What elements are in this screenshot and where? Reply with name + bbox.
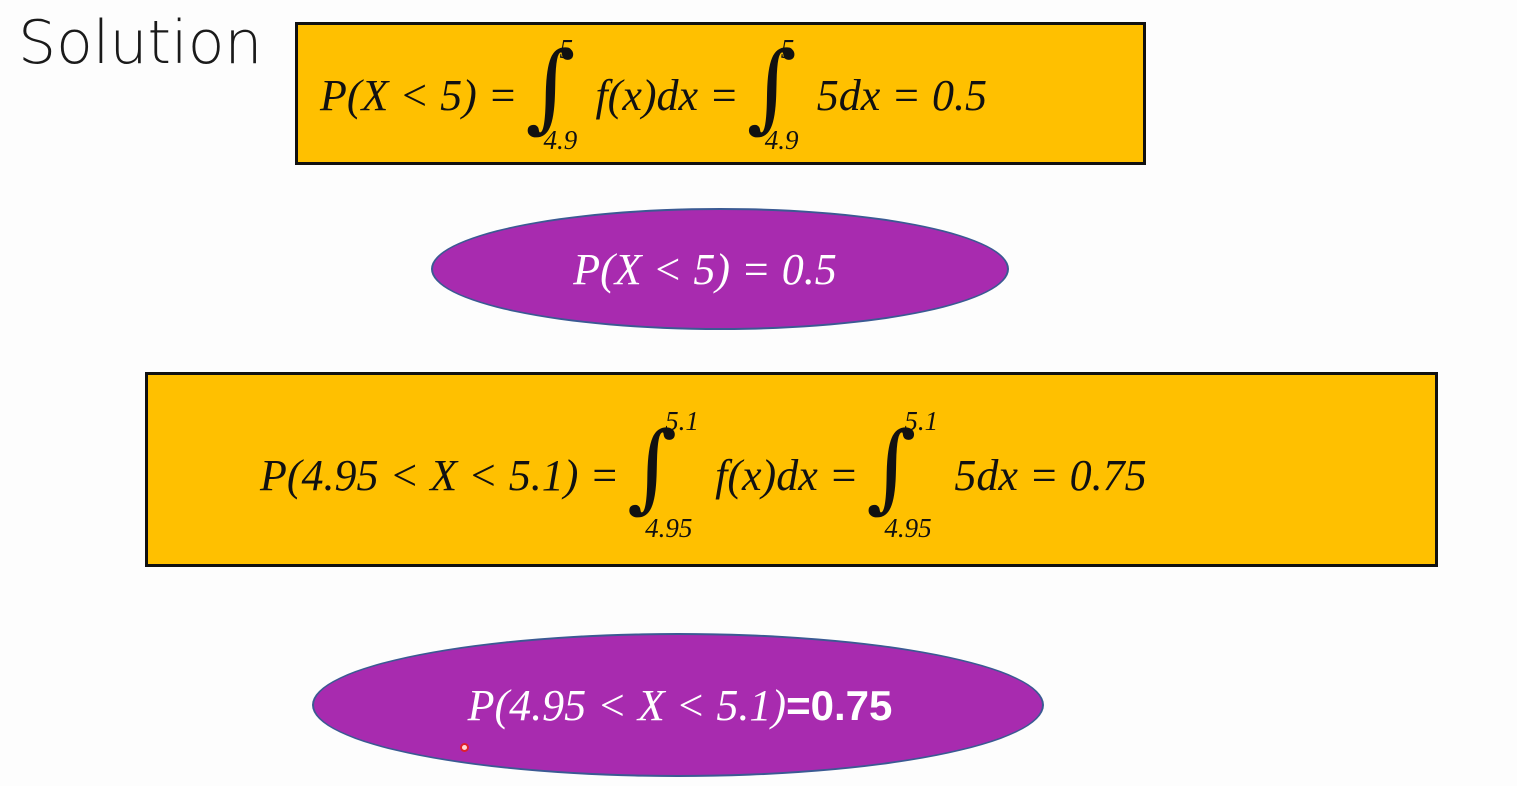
equation-1-integrand-2: 5dx = 0.5 <box>816 70 987 120</box>
equation-1-lhs: P(X < 5) = <box>320 70 518 120</box>
equation-box-2 <box>145 372 1438 567</box>
equation-box-1 <box>295 22 1146 165</box>
result-ellipse-1: P(X < 5) = 0.5 <box>431 208 1009 330</box>
result-2-text: P(4.95 < X < 5.1)=0.75 <box>468 680 893 731</box>
integral-1a: ∫ 5 4.9 <box>525 32 595 155</box>
integral-lower-limit: 4.9 <box>764 125 799 155</box>
equation-1: P(X < 5) = ∫ 5 4.9 f(x)dx = ∫ 5 4.9 5dx … <box>320 32 987 155</box>
equation-2: P(4.95 < X < 5.1) = ∫ 5.1 4.95 f(x)dx = … <box>260 406 1147 543</box>
integral-lower-limit: 4.9 <box>543 125 578 155</box>
integral-sign-icon: ∫ <box>746 31 797 143</box>
integral-lower-limit: 4.95 <box>884 513 932 543</box>
integral-sign-icon: ∫ <box>866 411 917 523</box>
integral-upper-limit: 5.1 <box>665 406 699 436</box>
result-ellipse-2: P(4.95 < X < 5.1)=0.75 <box>312 633 1044 777</box>
integral-sign-icon: ∫ <box>627 411 678 523</box>
pointer-cursor-icon <box>460 743 469 752</box>
integral-sign-icon: ∫ <box>525 31 576 143</box>
result-1-text: P(X < 5) = 0.5 <box>573 244 837 294</box>
integral-1b: ∫ 5 4.9 <box>747 32 817 155</box>
integral-upper-limit: 5.1 <box>904 406 939 436</box>
integral-2b: ∫ 5.1 4.95 <box>866 406 954 543</box>
equation-2-integrand-2: 5dx = 0.75 <box>954 450 1147 500</box>
equation-1-integrand-1: f(x)dx = <box>595 70 739 120</box>
equation-2-lhs: P(4.95 < X < 5.1) = <box>260 450 620 500</box>
result-2-expression: P(4.95 < X < 5.1) <box>467 680 787 730</box>
integral-upper-limit: 5 <box>559 34 573 64</box>
result-2-value: =0.75 <box>786 681 893 729</box>
integral-upper-limit: 5 <box>780 34 795 64</box>
slide-title: Solution <box>18 8 263 78</box>
equation-2-integrand-1: f(x)dx = <box>715 450 859 500</box>
integral-2a: ∫ 5.1 4.95 <box>627 406 715 543</box>
integral-lower-limit: 4.95 <box>645 513 693 543</box>
